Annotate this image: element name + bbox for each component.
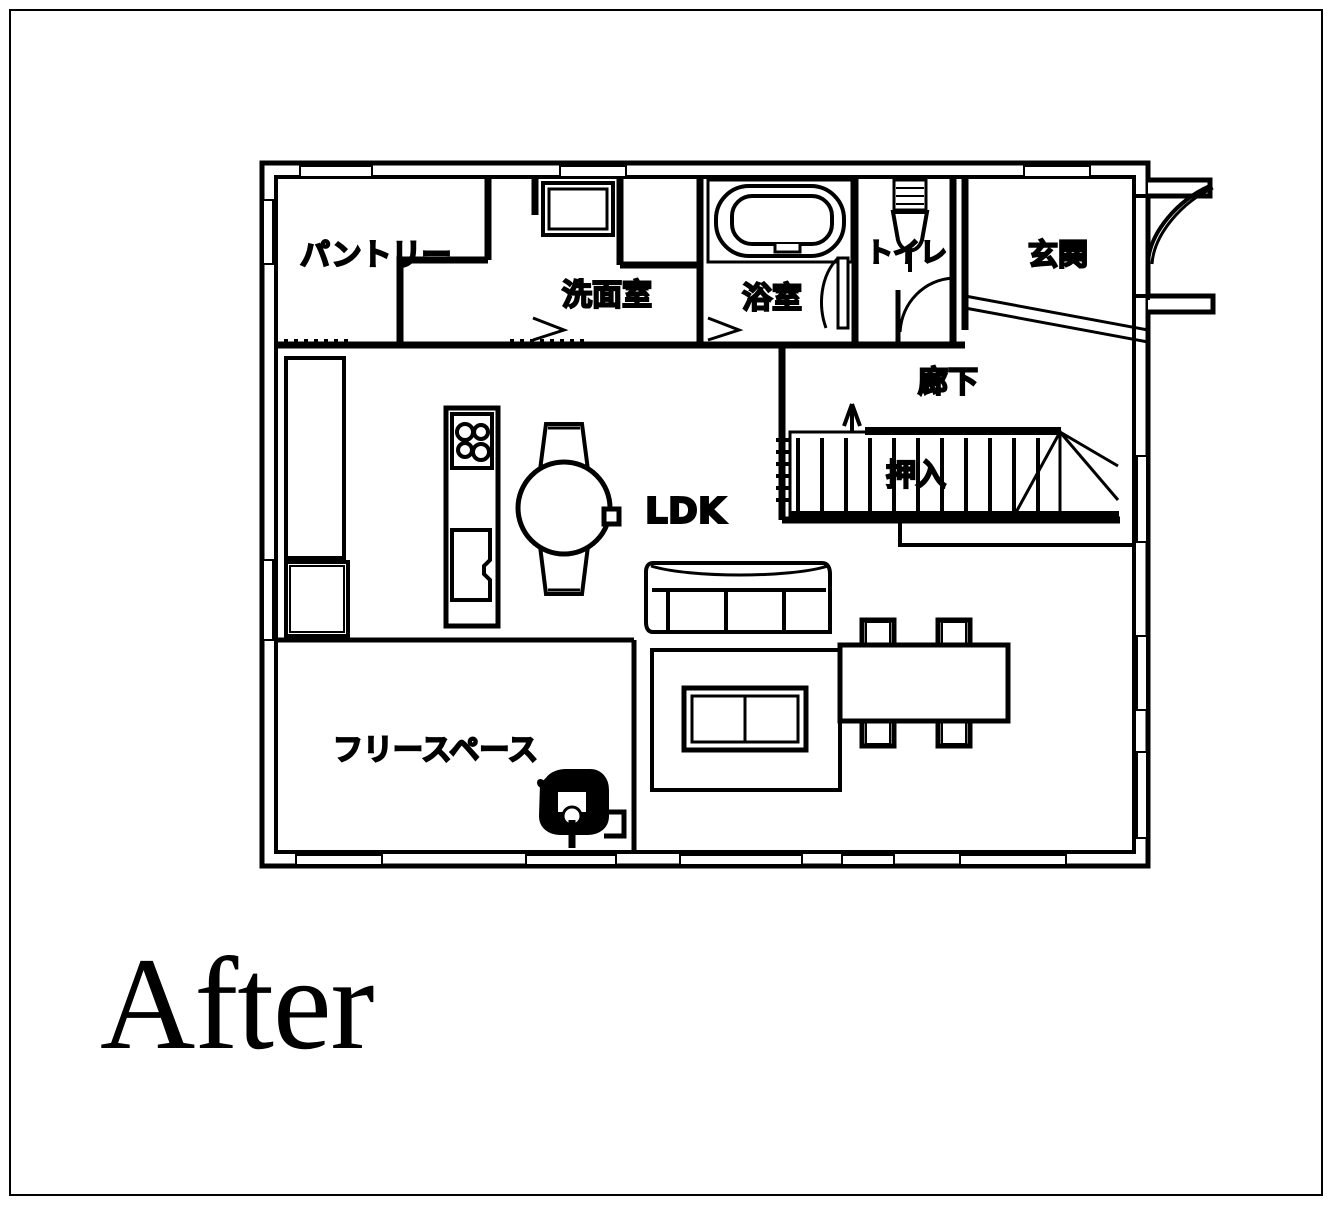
entry-step-icon — [963, 294, 1150, 344]
room-label-corridor: 廊下 — [918, 365, 978, 400]
bathtub-icon — [706, 178, 854, 264]
toilet-fixture-icon — [890, 178, 930, 272]
windows-left-wall — [262, 199, 274, 641]
potted-plant-icon — [537, 769, 627, 848]
windows-bottom-wall — [295, 854, 1067, 866]
rug-with-low-table-icon — [650, 648, 842, 792]
room-label-pantry: パントリー — [300, 238, 452, 273]
sliding-door-ticks-washroom — [510, 339, 584, 348]
closet-wall-ticks — [776, 438, 790, 502]
floorplan-drawing: パントリー 洗面室 浴室 トイレ 玄関 廊下 押入 LDK フリースペース — [259, 160, 1216, 869]
washbasin-vanity-icon — [541, 181, 615, 237]
room-label-entrance: 玄関 — [1028, 238, 1088, 273]
room-label-freespace: フリースペース — [333, 733, 538, 768]
bathroom-door-icon — [820, 256, 850, 330]
room-label-toilet: トイレ — [866, 238, 947, 269]
entrance-door-swing-icon — [1146, 184, 1214, 300]
after-caption: After — [100, 930, 375, 1077]
kitchen-sink-icon — [450, 528, 492, 602]
door-arrow-washroom — [532, 316, 569, 342]
rect-dining-table-icon — [837, 617, 1011, 749]
room-label-washroom: 洗面室 — [562, 278, 652, 313]
room-label-bathroom: 浴室 — [742, 281, 802, 316]
interior-walls-freespace — [276, 637, 637, 852]
page-border — [9, 9, 1323, 1196]
sliding-door-ticks-pantry — [284, 339, 348, 348]
low-cabinet-icon — [284, 560, 350, 638]
toilet-door-swing-icon — [895, 276, 955, 345]
door-arrow-bathroom — [707, 316, 744, 342]
windows-right-wall — [1136, 455, 1148, 839]
windows-top-wall — [299, 165, 1091, 178]
staircase-icon — [788, 403, 1120, 521]
kitchen-unit — [443, 405, 501, 629]
wall-counter-icon — [284, 356, 346, 560]
stove-four-burner-icon — [450, 412, 494, 470]
room-labels: パントリー 洗面室 浴室 トイレ 玄関 廊下 押入 LDK フリースペース — [299, 237, 1089, 769]
room-label-ldk: LDK — [645, 491, 727, 532]
room-label-closet: 押入 — [886, 458, 946, 493]
round-dining-table-icon — [515, 422, 622, 596]
three-seat-sofa-icon — [644, 561, 832, 634]
